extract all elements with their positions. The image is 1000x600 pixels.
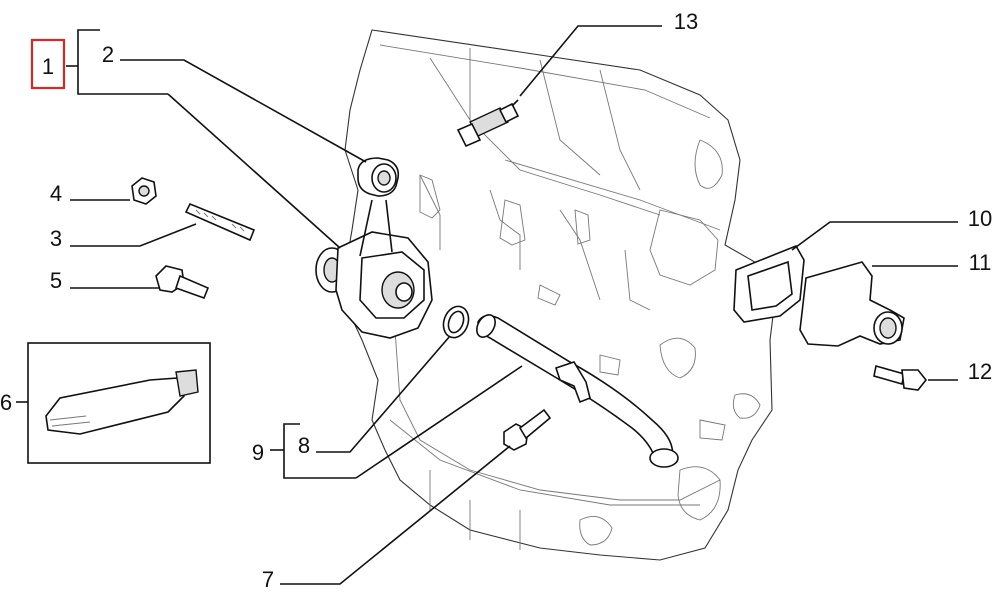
callout-5: 5 [50,268,62,293]
callout-7: 7 [262,567,274,592]
callout-4: 4 [50,181,62,206]
part-10-gasket [733,244,805,323]
part-7-bolt [503,408,552,451]
callout-9: 9 [252,440,264,465]
part-5-bolt [155,265,210,300]
part-1-water-pump [315,199,433,339]
part-13-temperature-sender [456,99,520,148]
callout-10: 10 [968,206,992,231]
callout-6: 6 [0,390,12,415]
callout-3: 3 [50,226,62,251]
part-12-bolt [873,364,928,391]
callout-8: 8 [298,433,310,458]
callout-1: 1 [42,54,54,79]
leader-lines [16,25,958,585]
callout-12: 12 [968,359,992,384]
part-6-sealant-tube [27,342,211,464]
part-2-bushing [357,157,400,197]
part-11-thermostat-housing [799,261,905,347]
part-4-nut [131,177,157,205]
part-9-coolant-pipe [476,314,679,468]
callout-11: 11 [969,250,992,275]
callout-2: 2 [102,42,114,67]
part-8-o-ring [442,305,470,339]
part-3-stud [184,202,256,242]
highlight-box [30,38,66,90]
callout-13: 13 [674,9,698,34]
